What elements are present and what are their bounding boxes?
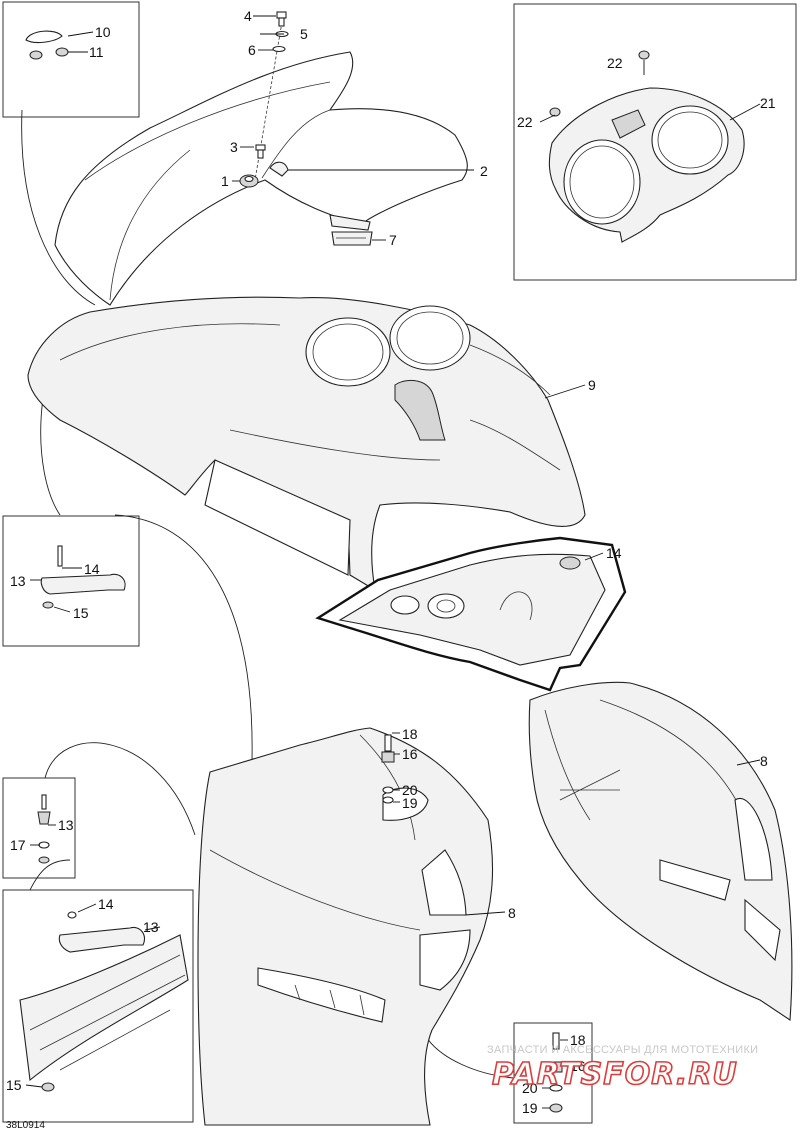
callout-13-fastener: 13 [58,817,74,833]
callout-16-left: 16 [402,746,418,762]
clip-22-top [638,50,650,60]
connector-curve [114,514,253,761]
screw-3 [255,144,266,159]
callout-14-gasket: 14 [606,545,622,561]
connector-curve [21,109,96,306]
inset-box-handle-detail [2,515,140,647]
side-panel-right [528,681,793,1021]
callout-5: 5 [300,26,308,42]
diagram-code: 38L0914 [6,1120,45,1131]
watermark-subtitle: ЗАПЧАСТИ И АКСЕССУАРЫ ДЛЯ МОТОТЕХНИКИ [487,1044,758,1056]
screw-4 [276,11,287,27]
callout-21: 21 [760,95,776,111]
inset-box-gauge-housing [513,3,797,281]
nut-11 [29,47,69,60]
callout-15-inset: 15 [73,605,89,621]
connector-curve [29,859,71,891]
callout-19-left: 19 [402,795,418,811]
callout-14-frame: 14 [98,896,114,912]
nut-1 [239,174,259,188]
inset-box-fastener-right [513,1022,593,1124]
callout-10: 10 [95,24,111,40]
watermark-logo: PARTSFOR.RU [492,1057,738,1092]
callout-13-inset: 13 [10,573,26,589]
side-panel-left [197,727,494,1126]
callout-22-top: 22 [607,55,623,71]
fastener-right-inset [549,1032,563,1113]
callout-6: 6 [248,42,256,58]
callout-20-left: 20 [402,782,418,798]
cap-10 [25,30,63,44]
inset-box-fastener-left [2,777,76,879]
washer-6 [272,45,286,53]
gauge-housing [548,87,745,243]
fastener-17-13 [37,794,51,864]
handle-frame-assembly [19,911,189,1092]
callout-18-left: 18 [402,726,418,742]
windshield [54,51,468,306]
callout-13-frame: 13 [143,919,159,935]
callout-9: 9 [588,377,596,393]
callout-22-left: 22 [517,114,533,130]
callout-15-frame: 15 [6,1077,22,1093]
callout-4: 4 [244,8,252,24]
gasket [315,536,627,692]
inset-box-caps [2,1,140,118]
callout-11: 11 [89,44,104,60]
callout-8-right: 8 [760,753,768,769]
callout-18-right: 18 [570,1032,586,1048]
callout-3: 3 [230,139,238,155]
side-fastener-18-16 [381,734,395,804]
connector-curve [424,1034,515,1079]
callout-1: 1 [221,173,229,189]
inset-box-handle-frame [2,889,194,1123]
handle-7 [331,231,373,246]
console-body [27,296,586,592]
callout-7: 7 [389,232,397,248]
callout-17: 17 [10,837,26,853]
callout-8-left: 8 [508,905,516,921]
callout-14-inset: 14 [84,561,100,577]
callout-16-right: 16 [570,1058,586,1074]
connector-curve [44,742,196,836]
callout-2: 2 [480,163,488,179]
handle-13-left [40,545,126,609]
callout-20-right: 20 [522,1080,538,1096]
clip-22-left [549,107,561,117]
leader-lines [25,15,761,1109]
callout-19-right: 19 [522,1100,538,1116]
